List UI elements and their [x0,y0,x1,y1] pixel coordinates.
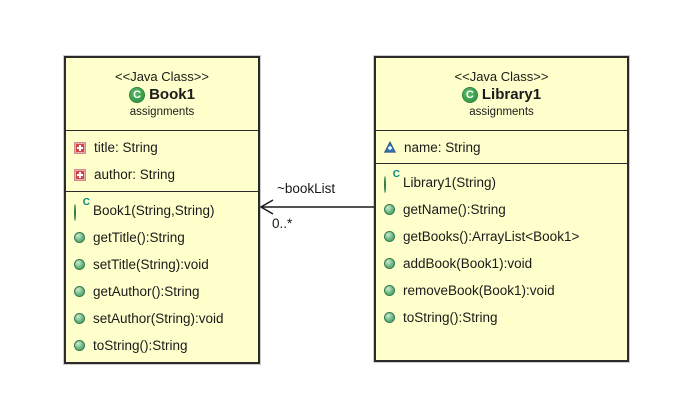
method-text: toString():String [403,310,498,325]
method-row[interactable]: getName():String [376,196,627,223]
method-text: Library1(String) [403,175,497,190]
field-row[interactable]: name: String [376,134,627,161]
method-row[interactable]: toString():String [66,332,258,359]
public-method-icon [74,340,85,351]
public-method-icon [74,259,85,270]
public-method-icon [384,231,395,242]
method-text: Book1(String,String) [93,203,215,218]
package-field-icon [384,141,396,153]
class-box-book1[interactable]: <<Java Class>> C Book1 assignments title… [64,56,260,364]
method-text: setTitle(String):void [93,257,209,272]
private-field-icon [74,168,86,181]
field-text: title: String [94,140,158,155]
public-method-icon [74,232,85,243]
public-method-icon [384,204,395,215]
method-text: toString():String [93,338,188,353]
method-row[interactable]: setTitle(String):void [66,251,258,278]
public-method-icon [74,204,76,221]
method-text: addBook(Book1):void [403,256,533,271]
fields-compartment: title: String author: String [66,131,258,192]
method-row[interactable]: removeBook(Book1):void [376,277,627,304]
method-text: setAuthor(String):void [93,311,224,326]
public-method-icon [74,286,85,297]
class-name: Book1 [149,86,195,103]
method-row[interactable]: getTitle():String [66,224,258,251]
field-text: name: String [404,139,481,155]
public-method-icon [384,176,386,193]
methods-compartment: C Library1(String) getName():String getB… [376,164,627,360]
fields-compartment: name: String [376,131,627,164]
class-header: <<Java Class>> C Book1 assignments [66,58,258,131]
method-text: getAuthor():String [93,284,200,299]
method-row[interactable]: C Book1(String,String) [66,197,258,224]
private-field-icon [74,141,86,154]
field-text: author: String [94,167,176,182]
constructor-icon: C [74,198,90,221]
association-role-label: ~bookList [277,181,336,196]
method-text: removeBook(Book1):void [403,283,555,298]
method-text: getBooks():ArrayList<Book1> [403,229,580,244]
package-label: assignments [129,106,195,118]
constructor-icon: C [384,170,400,193]
public-method-icon [74,313,85,324]
field-row[interactable]: author: String [66,161,258,188]
java-class-icon: C [129,87,146,103]
method-row[interactable]: addBook(Book1):void [376,250,627,277]
class-name-row: C Library1 [461,86,542,104]
public-method-icon [384,312,395,323]
class-stereotype: <<Java Class>> [115,69,209,84]
constructor-c-badge: C [392,169,400,180]
java-class-icon: C [461,87,478,103]
method-row[interactable]: C Library1(String) [376,169,627,196]
class-box-library1[interactable]: <<Java Class>> C Library1 assignments na… [374,56,629,362]
class-stereotype: <<Java Class>> [454,69,549,84]
method-row[interactable]: getBooks():ArrayList<Book1> [376,223,627,250]
association-multiplicity-label: 0..* [272,216,293,231]
class-name-row: C Book1 [129,86,195,104]
methods-compartment: C Book1(String,String) getTitle():String… [66,192,258,362]
constructor-c-badge: C [82,197,90,208]
class-name: Library1 [481,86,542,103]
package-label: assignments [469,106,534,118]
field-row[interactable]: title: String [66,134,258,161]
method-row[interactable]: getAuthor():String [66,278,258,305]
method-row[interactable]: toString():String [376,304,627,331]
method-text: getName():String [403,202,506,217]
public-method-icon [384,258,395,269]
method-row[interactable]: setAuthor(String):void [66,305,258,332]
public-method-icon [384,285,395,296]
method-text: getTitle():String [93,230,185,245]
class-header: <<Java Class>> C Library1 assignments [376,58,627,131]
